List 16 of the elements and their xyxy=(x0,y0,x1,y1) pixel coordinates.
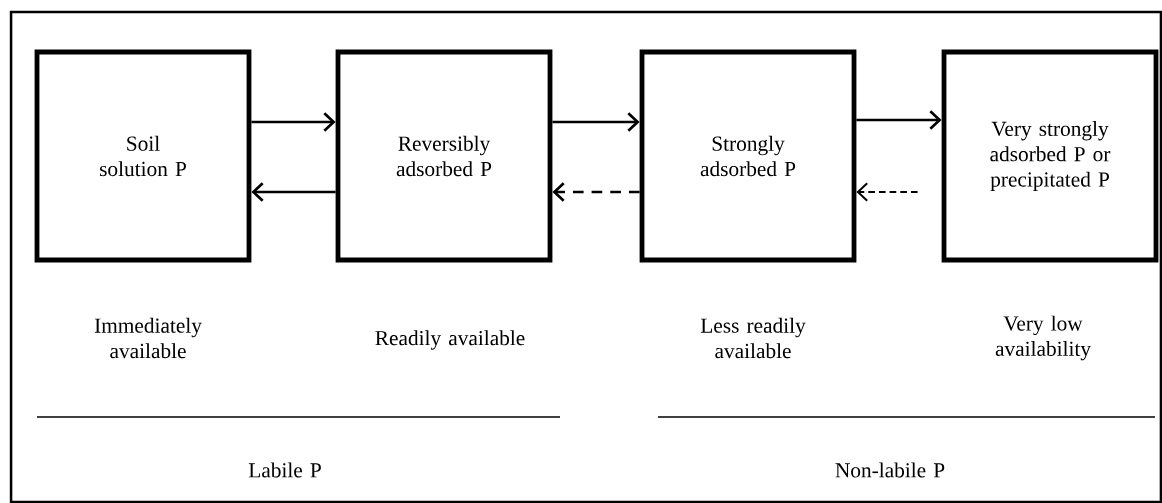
arrow xyxy=(251,112,336,132)
arrow xyxy=(856,110,942,130)
arrow xyxy=(856,182,919,202)
arrow xyxy=(552,182,640,202)
arrow xyxy=(552,112,640,132)
availability-label: Readily available xyxy=(375,330,525,350)
group-label: Non-labile P xyxy=(835,462,945,478)
process-box: Strongly adsorbed P xyxy=(639,49,857,263)
availability-label: Very low availability xyxy=(995,315,1091,361)
availability-label: Less readily available xyxy=(700,317,806,359)
arrow xyxy=(251,182,336,202)
process-box: Soil solution P xyxy=(34,49,252,263)
availability-label: Immediately available xyxy=(94,317,202,359)
process-box: Very strongly adsorbed P or precipitated P xyxy=(941,49,1159,263)
group-label: Labile P xyxy=(248,462,321,478)
process-box: Reversibly adsorbed P xyxy=(335,49,553,263)
